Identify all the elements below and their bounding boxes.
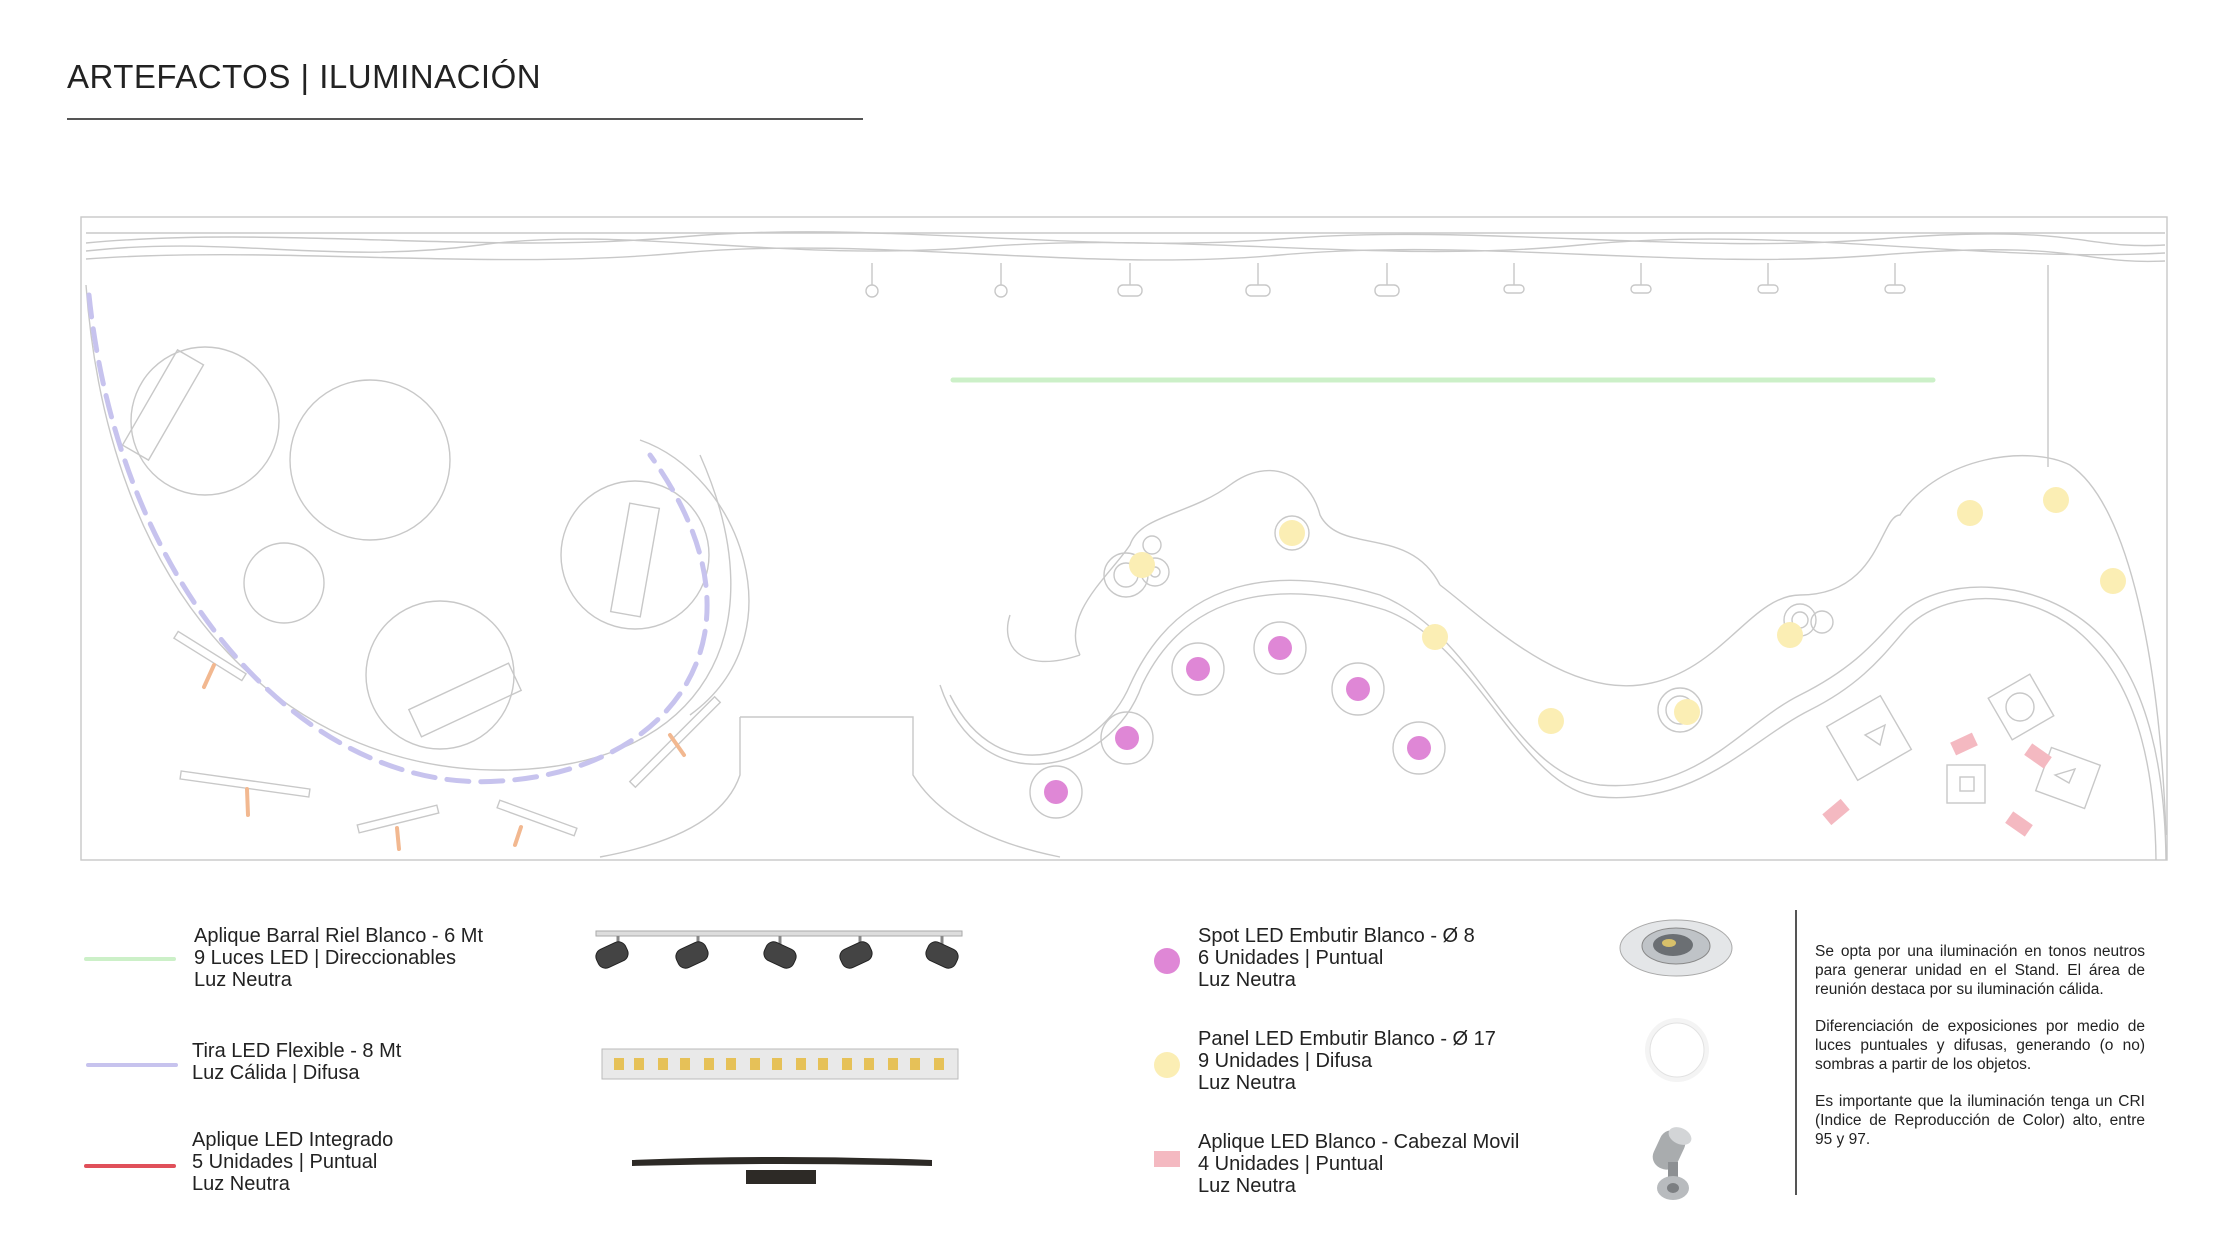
panel-led xyxy=(2100,568,2126,594)
cabezal-title: Aplique LED Blanco - Cabezal Movil xyxy=(1198,1131,1520,1153)
spot-detail: 6 Unidades | Puntual xyxy=(1198,947,1384,969)
integrado-title: Aplique LED Integrado xyxy=(192,1129,394,1151)
spot-head-icon xyxy=(1652,1127,1692,1200)
cabezal-swatch xyxy=(1154,1151,1180,1167)
panel-tone: Luz Neutra xyxy=(1198,1072,1296,1094)
panel-led xyxy=(1957,500,1983,526)
cabezal-led xyxy=(2024,743,2052,769)
spot-legend: Spot LED Embutir Blanco - Ø 8 6 Unidades… xyxy=(1198,925,1475,991)
picture-light-icon xyxy=(632,1157,932,1184)
note-paragraph: Diferenciación de exposiciones por medio… xyxy=(1815,1018,2145,1073)
panel-led xyxy=(1777,622,1803,648)
cabezal-led-group xyxy=(1822,732,2052,837)
integrado-tone: Luz Neutra xyxy=(192,1173,290,1195)
panel-led xyxy=(1538,708,1564,734)
panel-led-group xyxy=(1129,487,2126,734)
spot-led xyxy=(1346,677,1370,701)
spot-led xyxy=(1115,726,1139,750)
barral-legend: Aplique Barral Riel Blanco - 6 Mt 9 Luce… xyxy=(194,925,483,991)
cabezal-led xyxy=(1950,732,1978,756)
integrado-swatch xyxy=(84,1164,176,1168)
panel-swatch xyxy=(1154,1052,1180,1078)
integrado-detail: 5 Unidades | Puntual xyxy=(192,1151,378,1173)
note-paragraph: Se opta por una iluminación en tonos neu… xyxy=(1815,943,2145,998)
integrado-legend: Aplique LED Integrado 5 Unidades | Puntu… xyxy=(192,1129,393,1195)
round-panel-icon xyxy=(1645,1018,1709,1082)
led-strip-run xyxy=(86,292,710,785)
spot-tone: Luz Neutra xyxy=(1198,969,1296,991)
barral-detail: 9 Luces LED | Direccionables xyxy=(194,947,456,969)
cabezal-legend: Aplique LED Blanco - Cabezal Movil 4 Uni… xyxy=(1198,1131,1519,1197)
spot-led xyxy=(1044,780,1068,804)
panel-legend: Panel LED Embutir Blanco - Ø 17 9 Unidad… xyxy=(1198,1028,1496,1094)
panel-led xyxy=(1279,520,1305,546)
panel-led xyxy=(1422,624,1448,650)
barral-title: Aplique Barral Riel Blanco - 6 Mt xyxy=(194,925,484,947)
tira-title: Tira LED Flexible - 8 Mt xyxy=(192,1040,402,1062)
panel-led xyxy=(1129,552,1155,578)
barral-swatch xyxy=(84,957,176,961)
pendant-row xyxy=(865,263,1906,298)
notes-panel: Se opta por una iluminación en tonos neu… xyxy=(1815,942,2145,1167)
spot-led xyxy=(1186,657,1210,681)
page-title: ARTEFACTOS | ILUMINACIÓN xyxy=(67,58,542,95)
tira-swatch xyxy=(86,1063,178,1067)
title-underline xyxy=(67,118,863,120)
spot-led xyxy=(1268,636,1292,660)
floor-plan xyxy=(80,216,2168,861)
panel-detail: 9 Unidades | Difusa xyxy=(1198,1050,1373,1072)
display-objects xyxy=(1825,673,2102,810)
recessed-spot-icon xyxy=(1619,919,1733,977)
cabezal-led xyxy=(1822,798,1850,826)
exhibition-wall xyxy=(939,455,2167,861)
notes-divider xyxy=(1795,910,1797,1195)
spot-swatch xyxy=(1154,948,1180,974)
panel-led xyxy=(1674,699,1700,725)
tira-legend: Tira LED Flexible - 8 Mt Luz Cálida | Di… xyxy=(192,1040,401,1084)
panel-led xyxy=(2043,487,2069,513)
lounge-area xyxy=(85,284,750,771)
spot-led-group xyxy=(1044,636,1431,804)
ceiling-band xyxy=(85,231,2166,247)
spot-title: Spot LED Embutir Blanco - Ø 8 xyxy=(1198,925,1475,947)
led-strip-icon xyxy=(601,1048,959,1080)
track-light-bar-icon xyxy=(595,930,963,969)
cabezal-detail: 4 Unidades | Puntual xyxy=(1198,1153,1384,1175)
cabezal-tone: Luz Neutra xyxy=(1198,1175,1296,1197)
cabezal-led xyxy=(2005,811,2033,837)
note-paragraph: Es importante que la iluminación tenga u… xyxy=(1815,1093,2145,1148)
barral-tone: Luz Neutra xyxy=(194,969,292,991)
stand-outline xyxy=(80,216,2168,861)
spot-led xyxy=(1407,736,1431,760)
panel-title: Panel LED Embutir Blanco - Ø 17 xyxy=(1198,1028,1496,1050)
tira-detail: Luz Cálida | Difusa xyxy=(192,1062,360,1084)
